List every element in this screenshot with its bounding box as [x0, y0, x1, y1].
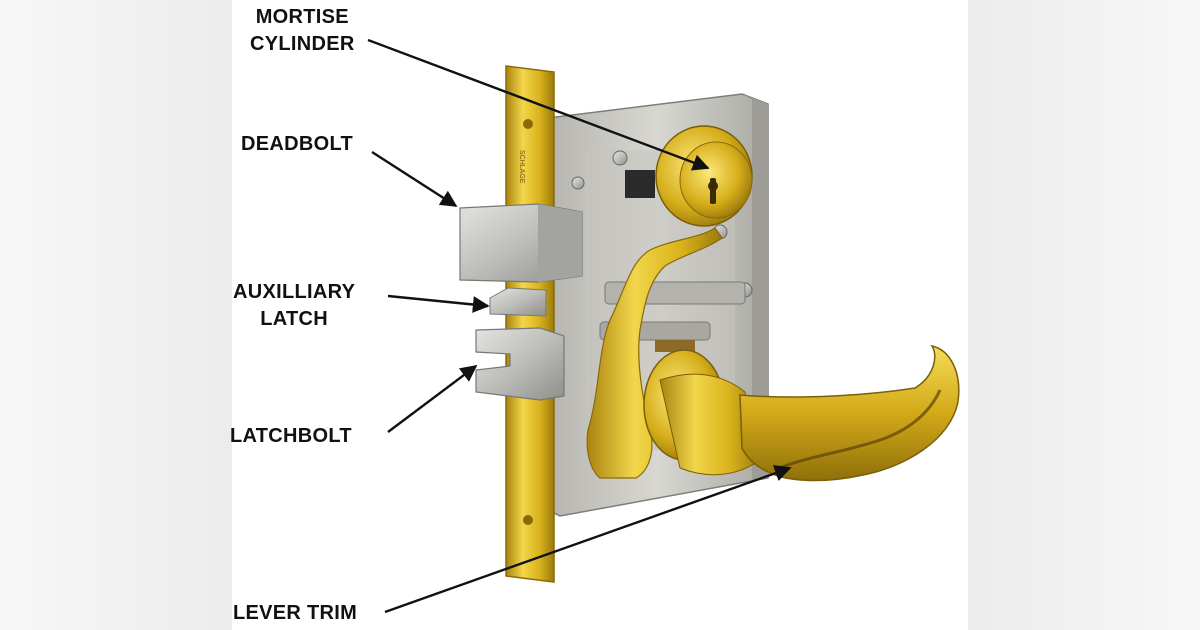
right-margin	[968, 0, 1200, 630]
label-mortise-cylinder-line-2: CYLINDER	[250, 33, 355, 55]
faceplate-brand: SCHLAGE	[518, 150, 525, 184]
label-deadbolt: DEADBOLT	[241, 131, 353, 158]
deadbolt-bolt	[459, 203, 583, 283]
label-auxiliary-latch-line-1: AUXILLIARY	[233, 281, 356, 303]
lever-trim-part	[643, 344, 960, 482]
label-latchbolt-line-1: LATCHBOLT	[230, 425, 352, 447]
arrow-latchbolt	[387, 364, 478, 433]
left-margin	[0, 0, 232, 630]
label-auxiliary-latch-line-2: LATCH	[260, 308, 329, 330]
arrow-auxiliary-latch	[387, 294, 490, 313]
label-lever-trim-line-1: LEVER TRIM	[233, 602, 358, 624]
label-lever-trim: LEVER TRIM	[233, 600, 357, 627]
latchbolt-bolt	[475, 327, 565, 401]
callout-arrows	[367, 38, 792, 614]
label-mortise-cylinder: MORTISE CYLINDER	[250, 4, 355, 58]
label-auxiliary-latch: AUXILLIARY LATCH	[233, 279, 355, 333]
label-mortise-cylinder-line-1: MORTISE	[255, 6, 349, 28]
label-latchbolt: LATCHBOLT	[230, 423, 352, 450]
arrow-lever-trim	[384, 465, 792, 614]
mortise-cylinder-part	[625, 125, 753, 227]
faceplate: SCHLAGE	[505, 65, 555, 583]
arrow-deadbolt	[371, 150, 458, 208]
arrow-mortise-cylinder	[367, 38, 710, 171]
auxiliary-latch-bolt	[489, 287, 547, 317]
label-deadbolt-line-1: DEADBOLT	[241, 133, 354, 155]
